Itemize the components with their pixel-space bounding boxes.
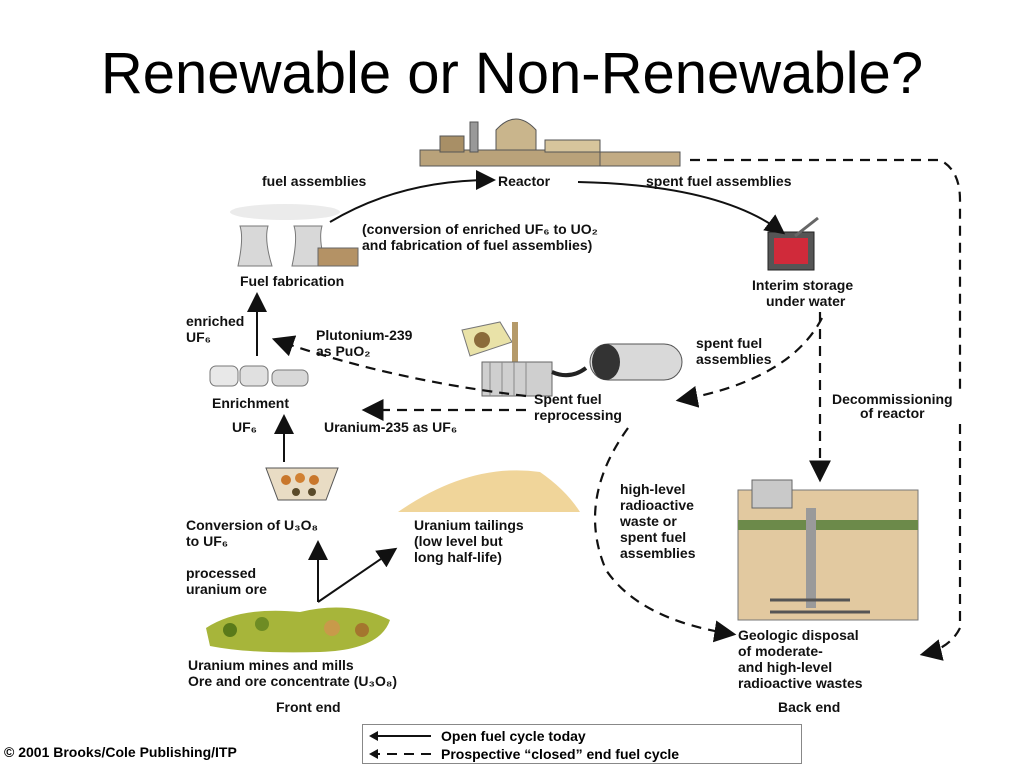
label-decommissioning: Decommissioning: [832, 391, 953, 407]
legend-row-open: Open fuel cycle today: [369, 727, 586, 745]
label-geologic-2: of moderate-: [738, 643, 823, 659]
arrow-reprocessing-to-geologic: [593, 427, 737, 643]
conversion-hopper-icon: [265, 467, 339, 501]
label-spent-fuel: spent fuel: [696, 335, 762, 351]
legend-open-label: Open fuel cycle today: [441, 728, 586, 744]
label-interim-storage: Interim storage: [752, 277, 853, 293]
solid-arrow-icon: [369, 731, 431, 741]
reactor-building-icon: [419, 118, 681, 167]
label-hlw: high-level: [620, 481, 685, 497]
label-fuel-fabrication: Fuel fabrication: [240, 273, 344, 289]
label-hlw-5: assemblies: [620, 545, 696, 561]
arrow-reactor-to-storage: [577, 181, 786, 235]
label-tailings: Uranium tailings: [414, 517, 524, 533]
dashed-arrow-icon: [369, 749, 431, 759]
arrow-decommissioning-to-geologic: [919, 424, 962, 661]
label-tailings-3: long half-life): [414, 549, 502, 565]
reprocessing-plant-icon: [481, 343, 683, 397]
legend-box: Open fuel cycle today Prospective “close…: [362, 724, 802, 764]
label-conversion-2: to UF₆: [186, 533, 228, 549]
arrow-reprocessing-to-fabrication: [271, 335, 527, 398]
label-reactor: Reactor: [498, 173, 551, 189]
label-mines-2: Ore and ore concentrate (U₃O₈): [188, 673, 397, 689]
arrow-storage-to-reprocessing: [675, 317, 823, 408]
label-enriched-uf6: UF₆: [186, 329, 211, 345]
slide-title: Renewable or Non-Renewable?: [100, 41, 924, 106]
label-spent-fuel-reprocessing: Spent fuel: [534, 391, 602, 407]
arrow-fabrication-to-reactor: [329, 170, 496, 223]
fuel-fabrication-plant-icon: [230, 204, 359, 267]
label-uf6: UF₆: [232, 419, 257, 435]
label-geologic-4: radioactive wastes: [738, 675, 863, 691]
label-hlw-4: spent fuel: [620, 529, 686, 545]
label-front-end: Front end: [276, 699, 341, 715]
label-tailings-2: (low level but: [414, 533, 503, 549]
label-geologic: Geologic disposal: [738, 627, 859, 643]
label-enriched: enriched: [186, 313, 244, 329]
geologic-repository-icon: [737, 479, 919, 621]
label-decommissioning-2: of reactor: [860, 405, 925, 421]
label-back-end: Back end: [778, 699, 840, 715]
arrow-reactor-to-decommissioning: [690, 158, 962, 392]
legend-closed-label: Prospective “closed” end fuel cycle: [441, 746, 680, 762]
legend-row-closed: Prospective “closed” end fuel cycle: [369, 745, 679, 763]
label-geologic-3: and high-level: [738, 659, 832, 675]
label-hlw-2: radioactive: [620, 497, 694, 513]
uranium-mines-ore-icon: [206, 607, 390, 653]
label-mines: Uranium mines and mills: [188, 657, 354, 673]
label-conversion: Conversion of U₃O₈: [186, 517, 318, 533]
label-conversion-note-2: and fabrication of fuel assemblies): [362, 237, 592, 253]
label-processed-ore: processed: [186, 565, 256, 581]
interim-storage-pool-icon: [767, 216, 819, 271]
label-processed-ore-2: uranium ore: [186, 581, 267, 597]
label-hlw-3: waste or: [619, 513, 677, 529]
label-uranium-235: Uranium-235 as UF₆: [324, 419, 457, 435]
plutonium-handling-icon: [461, 321, 518, 372]
label-spent-fuel-reprocessing-2: reprocessing: [534, 407, 622, 423]
arrow-mines-to-tailings: [317, 547, 398, 603]
label-fuel-assemblies: fuel assemblies: [262, 173, 366, 189]
label-spent-fuel-assemblies-top: spent fuel assemblies: [646, 173, 792, 189]
label-plutonium-2: as PuO₂: [316, 343, 370, 359]
enrichment-cylinders-icon: [209, 365, 309, 387]
label-conversion-note: (conversion of enriched UF₆ to UO₂: [362, 221, 598, 237]
uranium-tailings-pile-icon: [398, 470, 580, 512]
copyright-credit: © 2001 Brooks/Cole Publishing/ITP: [4, 744, 237, 760]
label-spent-fuel-2: assemblies: [696, 351, 772, 367]
label-plutonium: Plutonium-239: [316, 327, 413, 343]
label-enrichment: Enrichment: [212, 395, 289, 411]
label-interim-storage-2: under water: [766, 293, 846, 309]
